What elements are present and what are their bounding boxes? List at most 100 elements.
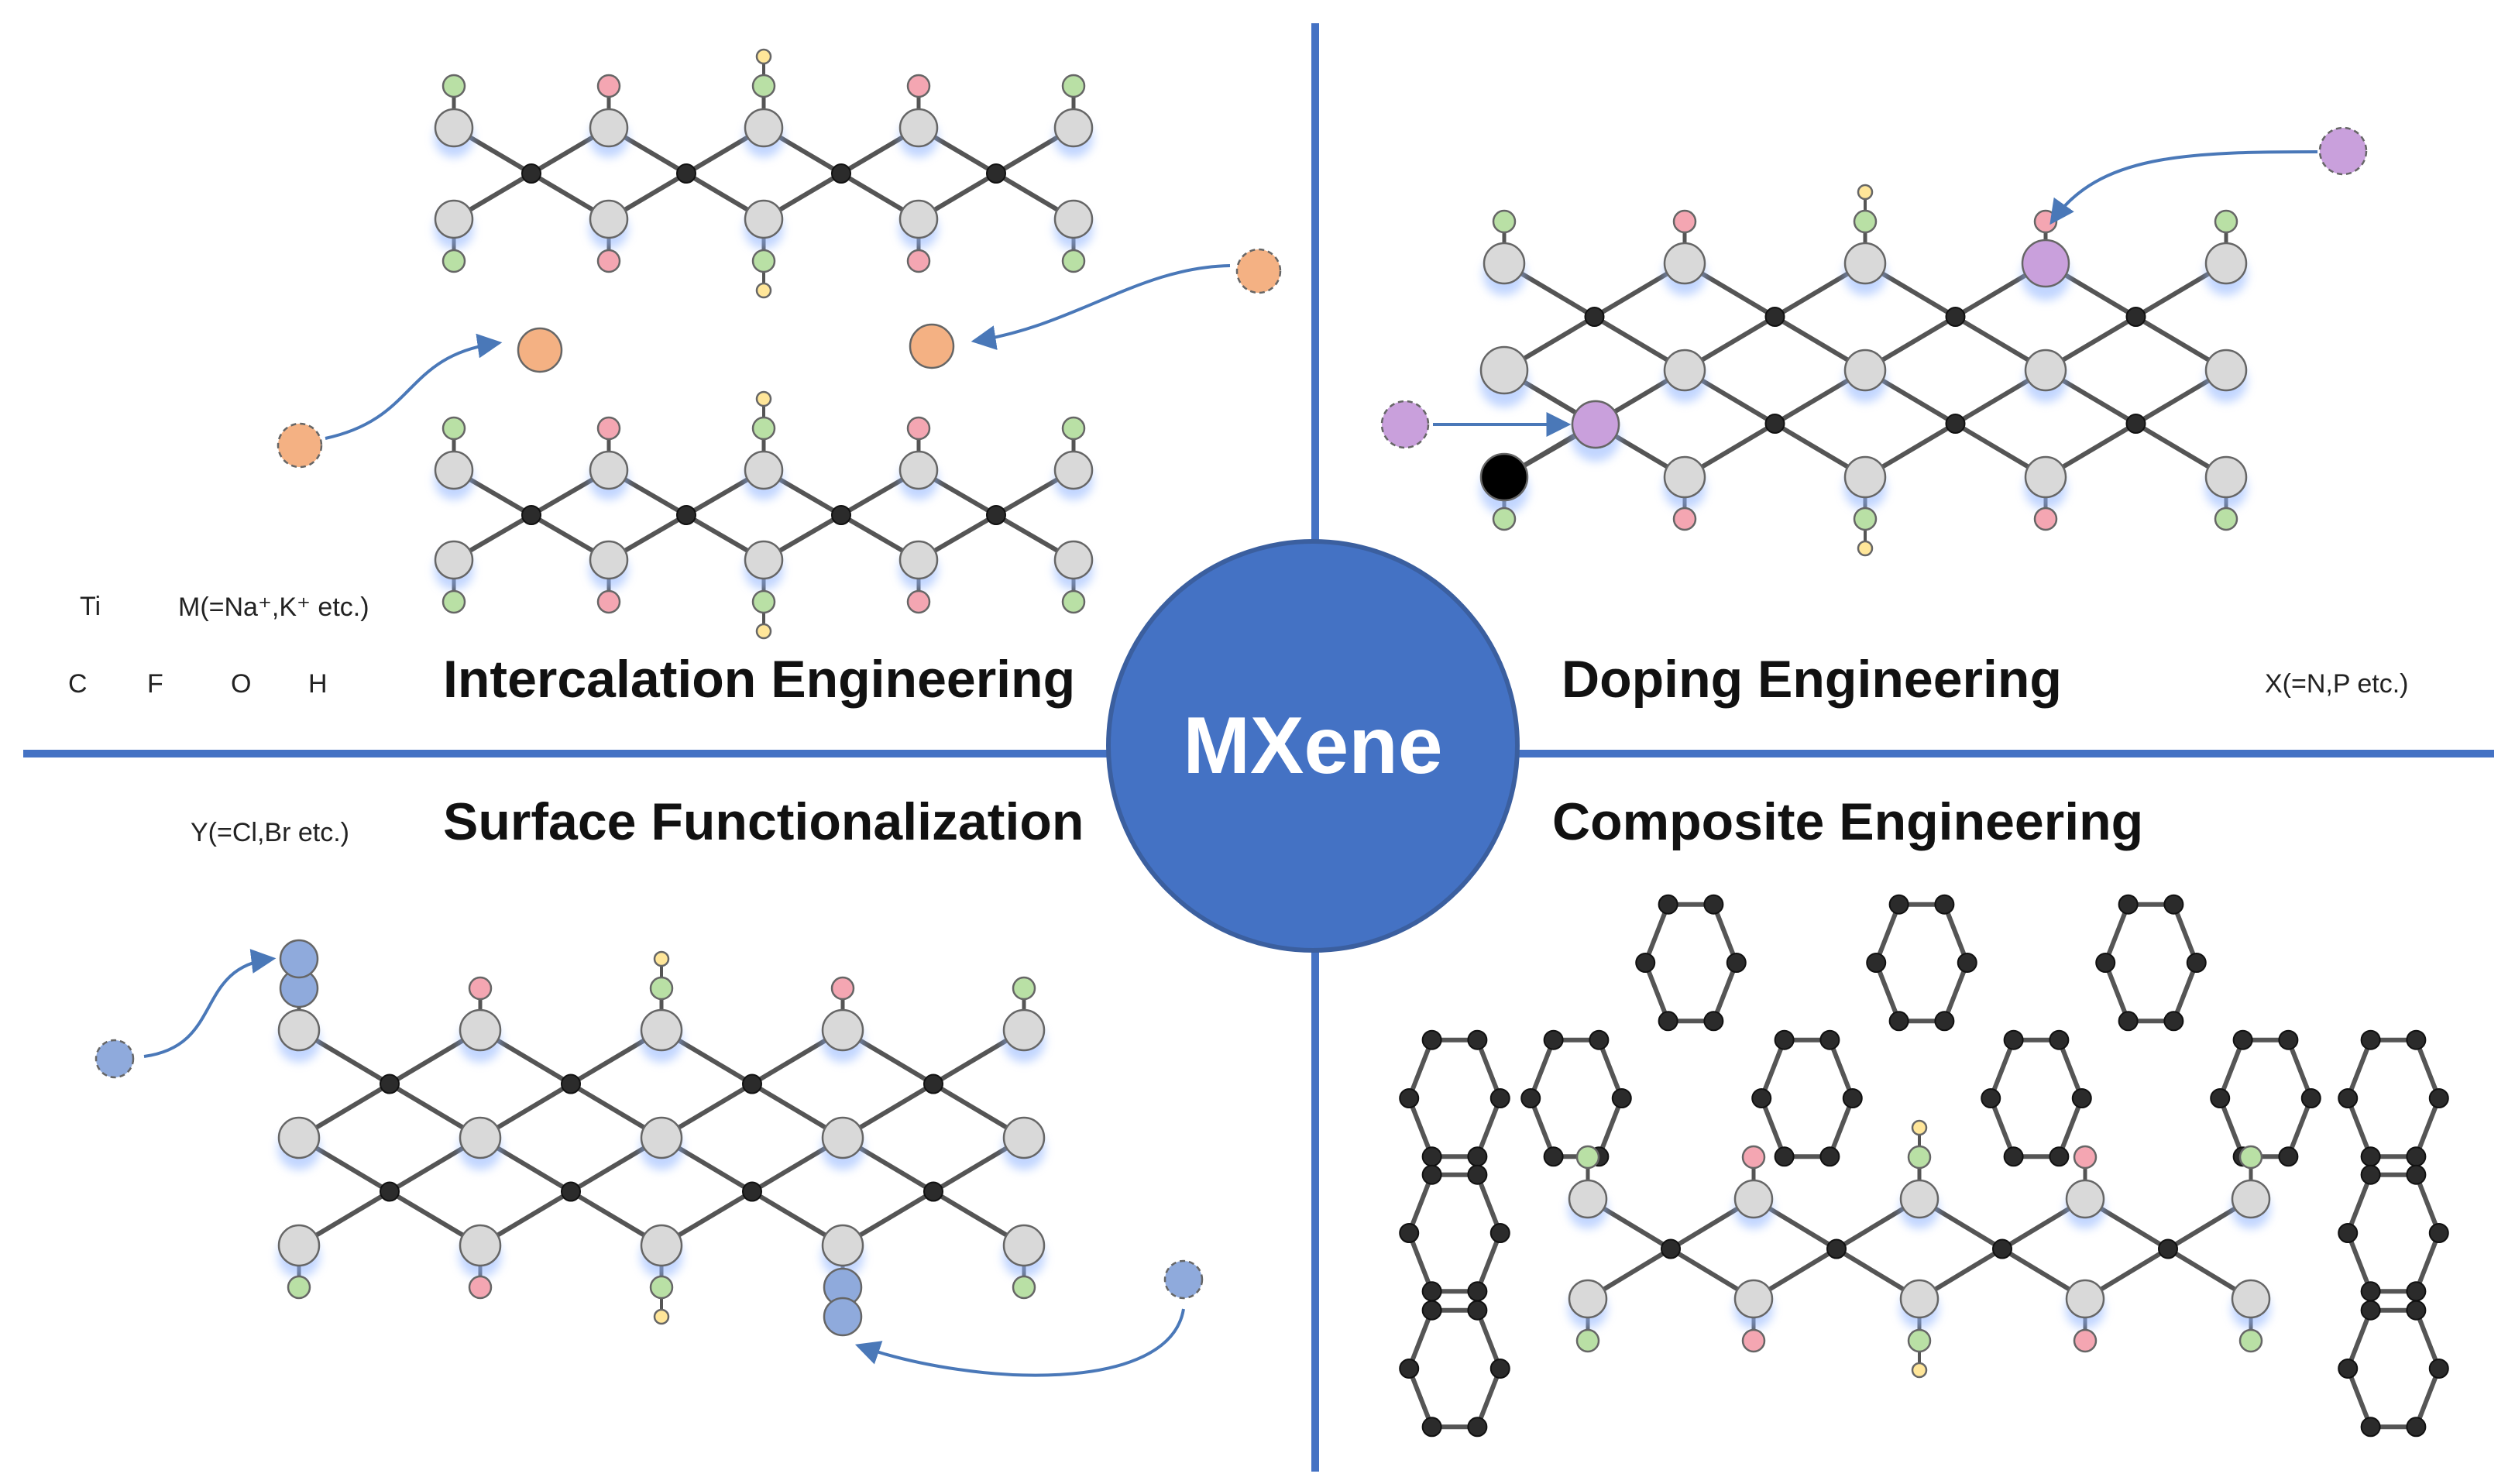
ti-atom: [898, 450, 939, 490]
o-atom: [2238, 1145, 2263, 1170]
x-atom: [2021, 239, 2070, 288]
c-atom: [742, 1181, 762, 1202]
c-graphene-atom: [1520, 1088, 1541, 1108]
c-graphene-atom: [1611, 1088, 1632, 1108]
m-intercalated-atom: [517, 327, 563, 373]
c-graphene-atom: [1888, 894, 1909, 915]
c-graphene-atom: [2360, 1164, 2381, 1185]
o-atom: [1061, 589, 1086, 614]
c-graphene-atom: [1399, 1088, 1420, 1108]
bond: [2218, 1039, 2245, 1100]
bond: [2286, 1097, 2314, 1158]
ti-atom: [459, 1008, 502, 1052]
bond: [2345, 1309, 2373, 1370]
bond: [2414, 1097, 2441, 1158]
intercalation-arrow-left: [325, 333, 503, 440]
c-atom: [1584, 307, 1605, 327]
ti-atom: [434, 540, 474, 580]
none-atom: [1479, 452, 1529, 502]
bond: [1942, 903, 1970, 964]
ti-atom: [744, 199, 784, 239]
c-graphene-atom: [1467, 1300, 1488, 1321]
c-graphene-atom: [2406, 1146, 2427, 1167]
c-graphene-atom: [1467, 1146, 1488, 1167]
ti-atom: [277, 1008, 321, 1052]
f-atom: [468, 976, 493, 1001]
o-atom: [1061, 416, 1086, 441]
m-incoming-atom: [277, 422, 323, 469]
c-graphene-atom: [2428, 1359, 2449, 1379]
c-atom: [923, 1073, 943, 1094]
ti-atom: [2204, 242, 2248, 285]
c-graphene-atom: [2406, 1300, 2427, 1321]
c-graphene-atom: [2406, 1029, 2427, 1050]
c-graphene-atom: [1467, 1281, 1488, 1302]
c-graphene-atom: [1399, 1359, 1420, 1379]
ti-atom: [459, 1116, 502, 1159]
f-atom: [906, 74, 931, 98]
ti-atom: [640, 1224, 683, 1267]
c-graphene-atom: [1635, 953, 1656, 973]
bond: [1827, 1039, 1855, 1100]
bond: [1596, 1097, 1624, 1158]
c-graphene-atom: [1489, 1359, 1510, 1379]
c-atom: [521, 163, 541, 184]
m-incoming-atom: [1235, 248, 1282, 294]
intercalation-title: Intercalation Engineering: [443, 650, 1076, 709]
c-graphene-atom: [1467, 1029, 1488, 1050]
c-atom: [742, 1073, 762, 1094]
c-graphene-atom: [2003, 1029, 2024, 1050]
c-graphene-atom: [2118, 894, 2139, 915]
c-atom: [923, 1181, 943, 1202]
bond: [1643, 903, 1671, 964]
c-graphene-atom: [1399, 1223, 1420, 1243]
c-atom: [986, 505, 1006, 525]
c-atom: [676, 163, 696, 184]
ti-atom: [821, 1116, 864, 1159]
bond: [2345, 1232, 2373, 1293]
bond: [1407, 1039, 1434, 1100]
c-atom: [1764, 307, 1785, 327]
o-atom: [1907, 1145, 1932, 1170]
c-graphene-atom: [1421, 1300, 1442, 1321]
ti-atom: [1002, 1224, 1046, 1267]
c-atom: [2125, 307, 2146, 327]
c-graphene-atom: [1934, 894, 1955, 915]
c-atom: [2125, 414, 2146, 434]
bond: [2171, 961, 2199, 1022]
c-graphene-atom: [2095, 953, 2116, 973]
bond: [1759, 1039, 1787, 1100]
bond: [1942, 961, 1970, 1022]
y-terminal-atom: [823, 1297, 863, 1337]
ti-atom: [2065, 1279, 2105, 1319]
c-atom: [831, 505, 851, 525]
c-graphene-atom: [2186, 953, 2207, 973]
bond: [1711, 961, 1739, 1022]
c-graphene-atom: [2406, 1417, 2427, 1438]
c-graphene-atom: [1888, 1011, 1909, 1032]
h-atom: [1857, 540, 1874, 557]
legend-ti-label: Ti: [80, 592, 101, 621]
ti-atom: [1483, 242, 1526, 285]
ti-atom: [2024, 349, 2067, 392]
c-graphene-atom: [2338, 1088, 2359, 1108]
c-graphene-atom: [2278, 1146, 2299, 1167]
f-atom: [596, 416, 621, 441]
ti-atom: [1002, 1008, 1046, 1052]
o-atom: [1853, 209, 1878, 234]
ti-atom: [2231, 1279, 2271, 1319]
o-atom: [2238, 1328, 2263, 1353]
mxene-center-circle: MXene: [1106, 539, 1520, 953]
f-atom: [596, 589, 621, 614]
ti-atom: [589, 450, 629, 490]
h-atom: [755, 390, 772, 407]
bond: [1874, 903, 1902, 964]
c-graphene-atom: [1774, 1146, 1795, 1167]
o-atom: [441, 249, 466, 273]
bond: [1711, 903, 1739, 964]
c-graphene-atom: [1543, 1029, 1564, 1050]
c-atom: [521, 505, 541, 525]
o-atom: [649, 976, 674, 1001]
c-graphene-atom: [2406, 1281, 2427, 1302]
c-graphene-atom: [1934, 1011, 1955, 1032]
